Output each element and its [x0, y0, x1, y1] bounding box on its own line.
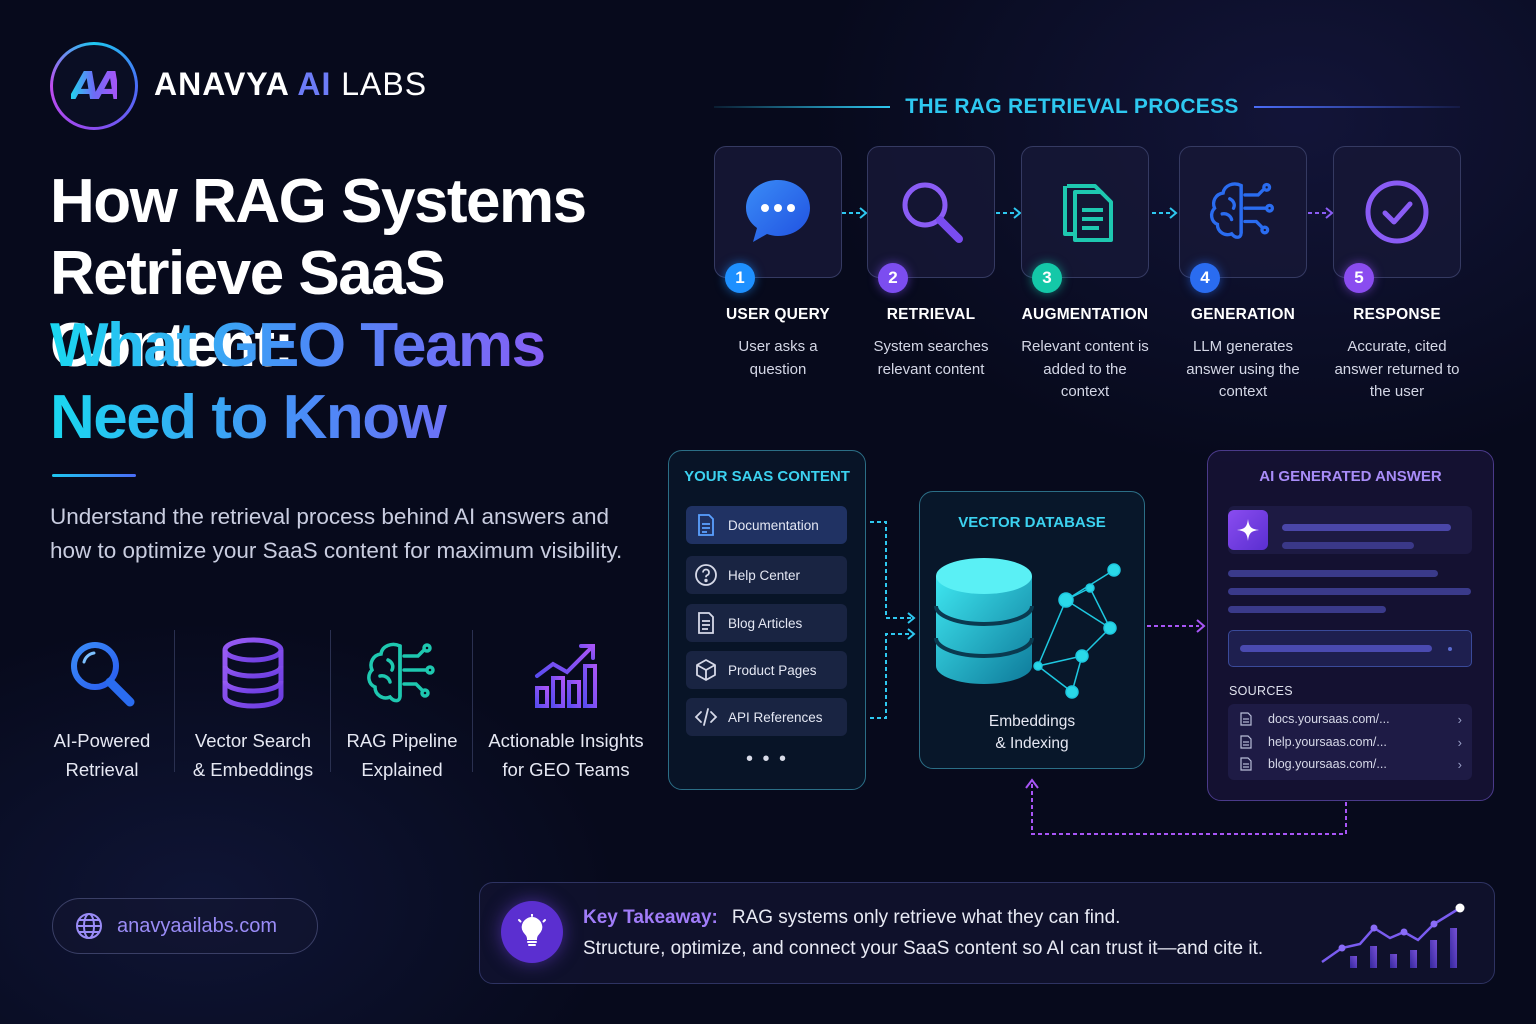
- connector-db-to-answer: [1147, 619, 1206, 633]
- chevron-right-icon: ›: [1457, 756, 1462, 772]
- feature-divider: [472, 630, 473, 772]
- step-desc: Relevant content is added to the context: [1021, 338, 1149, 400]
- database-network-illustration: [934, 558, 1121, 699]
- subtitle: Understand the retrieval process behind …: [50, 504, 623, 563]
- vector-database-caption: Embeddings& Indexing: [988, 713, 1076, 752]
- process-title: THE RAG RETRIEVAL PROCESS: [905, 95, 1239, 118]
- website-link[interactable]: anavyaailabs.com: [52, 898, 318, 954]
- takeaway-line-1: Key Takeaway:RAG systems only retrieve w…: [583, 907, 1121, 928]
- search-icon: [902, 182, 963, 243]
- headline-underline: [52, 474, 136, 477]
- documents-icon: [1063, 184, 1113, 242]
- sparkle-icon: [1228, 510, 1268, 550]
- more-items-ellipsis: • • •: [745, 748, 789, 770]
- flow-arrow: [1152, 207, 1178, 219]
- check-circle-icon: [1365, 180, 1429, 244]
- step-number: 5: [1344, 263, 1374, 293]
- answer-line-placeholder: [1228, 570, 1438, 577]
- step-desc: Accurate, cited answer returned to the u…: [1334, 338, 1460, 400]
- connector-feedback-loop: [1025, 778, 1347, 835]
- document-icon: [1240, 712, 1252, 726]
- growth-chart-icon: [535, 644, 597, 708]
- source-link[interactable]: blog.yoursaas.com/...›: [1240, 753, 1462, 775]
- headline-gradient: What GEO Teams Need to Know: [50, 310, 690, 454]
- takeaway-line-2: Structure, optimize, and connect your Sa…: [583, 938, 1264, 959]
- headline-white: How RAG Systems Retrieve SaaS Content:: [50, 167, 587, 380]
- step-desc: System searches relevant content: [873, 338, 989, 378]
- database-icon: [222, 637, 284, 709]
- step-number: 3: [1032, 263, 1062, 293]
- cube-icon: [696, 659, 716, 681]
- takeaway-label: Key Takeaway:: [583, 907, 718, 928]
- network-graph-icon: [1033, 563, 1121, 699]
- content-item-api-references[interactable]: API References: [686, 698, 847, 736]
- step-box-augmentation: [1021, 146, 1149, 278]
- sources-list: [1228, 704, 1472, 780]
- answer-line-placeholder: [1228, 606, 1386, 613]
- answer-dot: [1448, 647, 1452, 651]
- flow-arrow: [842, 207, 868, 219]
- chevron-right-icon: ›: [1457, 711, 1462, 727]
- step-box-generation: [1179, 146, 1307, 278]
- vector-database-title: VECTOR DATABASE: [958, 514, 1106, 531]
- step-box-response: [1333, 146, 1461, 278]
- step-desc: User asks a question: [738, 338, 818, 378]
- document-icon: [1240, 735, 1252, 749]
- code-icon: [694, 708, 718, 726]
- content-item-documentation[interactable]: Documentation: [686, 506, 847, 544]
- step-title: RETRIEVAL: [886, 306, 976, 323]
- step-desc: LLM generates answer using the context: [1186, 338, 1300, 400]
- database-icon: [934, 558, 1034, 684]
- flow-arrow: [996, 207, 1022, 219]
- step-number: 1: [725, 263, 755, 293]
- answer-line-placeholder: [1282, 542, 1414, 549]
- search-icon: [71, 642, 135, 707]
- brand-name: ANAVYA AI LABS: [154, 66, 428, 102]
- answer-line-placeholder: [1282, 524, 1451, 531]
- lightbulb-icon: [501, 901, 563, 963]
- feature-divider: [330, 630, 331, 772]
- step-box-retrieval: [867, 146, 995, 278]
- chevron-right-icon: ›: [1457, 734, 1462, 750]
- brain-circuit-icon: [367, 642, 435, 703]
- sources-label: SOURCES: [1229, 684, 1293, 698]
- article-icon: [698, 612, 714, 634]
- question-circle-icon: [695, 564, 717, 586]
- document-icon: [698, 514, 714, 536]
- feature-vector-search: Vector Search& Embeddings: [178, 626, 328, 784]
- brand-logo: AA: [50, 42, 138, 130]
- step-title: USER QUERY: [726, 306, 830, 323]
- growth-chart-icon: [1321, 903, 1465, 968]
- source-link[interactable]: help.yoursaas.com/...›: [1240, 731, 1462, 753]
- step-number: 2: [878, 263, 908, 293]
- chat-bubble-icon: [746, 180, 810, 242]
- step-title: RESPONSE: [1353, 306, 1441, 323]
- source-link[interactable]: docs.yoursaas.com/...›: [1240, 708, 1462, 730]
- step-number: 4: [1190, 263, 1220, 293]
- saas-content-title: YOUR SAAS CONTENT: [684, 468, 850, 485]
- answer-line-placeholder: [1228, 588, 1471, 595]
- feature-divider: [174, 630, 175, 772]
- ai-answer-title: AI GENERATED ANSWER: [1259, 468, 1442, 485]
- flow-arrow: [1308, 207, 1334, 219]
- logo-monogram: AA: [70, 64, 124, 108]
- document-icon: [1240, 757, 1252, 771]
- website-url[interactable]: anavyaailabs.com: [117, 914, 278, 937]
- content-item-product-pages[interactable]: Product Pages: [686, 651, 847, 689]
- content-item-help-center[interactable]: Help Center: [686, 556, 847, 594]
- process-title-line-left: [714, 106, 890, 108]
- step-title: AUGMENTATION: [1021, 306, 1149, 323]
- content-item-blog-articles[interactable]: Blog Articles: [686, 604, 847, 642]
- process-title-line-right: [1254, 106, 1460, 108]
- answer-line-placeholder: [1240, 645, 1432, 652]
- brain-circuit-icon: [1209, 182, 1275, 239]
- key-takeaway-box: [479, 882, 1495, 984]
- step-title: GENERATION: [1190, 306, 1296, 323]
- step-box-user-query: [714, 146, 842, 278]
- globe-icon: [76, 913, 102, 939]
- connector-content-to-db: [870, 521, 916, 719]
